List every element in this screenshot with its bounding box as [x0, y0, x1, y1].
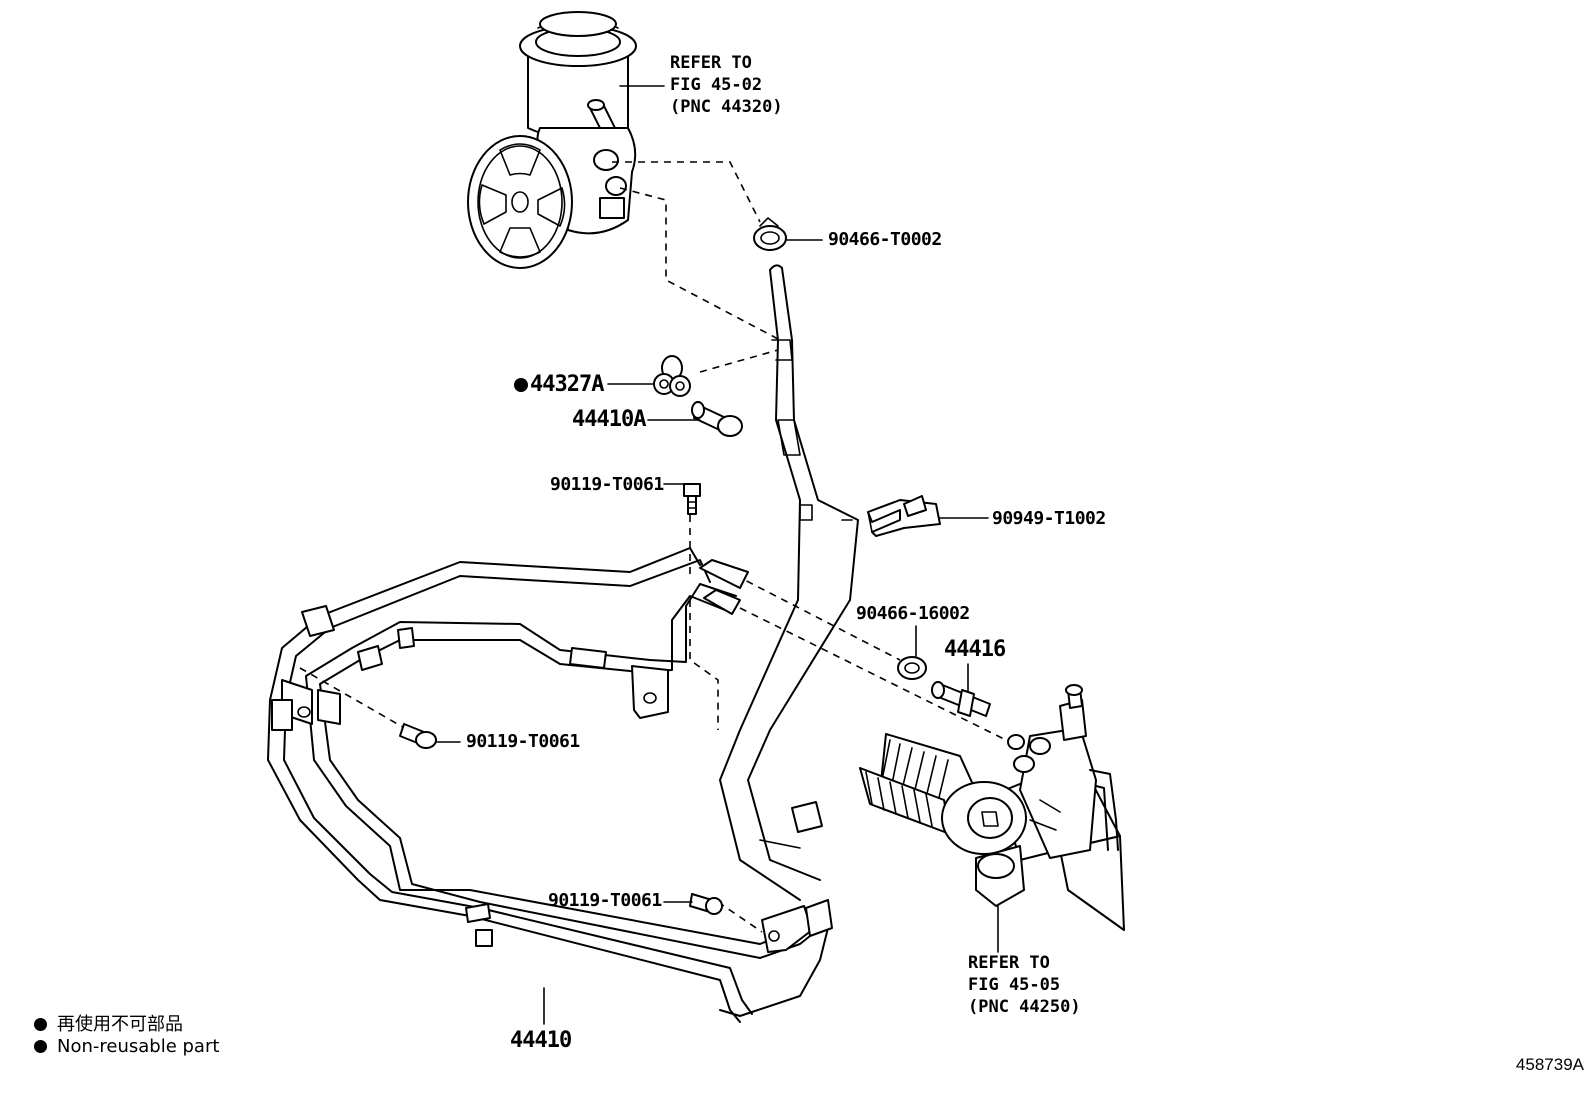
legend-en-text: Non-reusable part [57, 1036, 220, 1057]
bolt-mid [399, 723, 437, 749]
part-label-90119-t0061-mid[interactable]: 90119-T0061 [466, 731, 580, 752]
part-label-90119-t0061-upper[interactable]: 90119-T0061 [550, 474, 664, 495]
part-label-90119-t0061-lower[interactable]: 90119-T0061 [548, 890, 662, 911]
bolt-lower [689, 893, 723, 915]
part-label-44410a[interactable]: 44410A [572, 407, 646, 432]
clamp-90949-t1002 [867, 495, 941, 537]
power-steering-pump [467, 11, 637, 269]
part-number-44327a: 44327A [530, 372, 604, 397]
part-label-44327a[interactable]: 44327A [514, 372, 604, 397]
dashed-guides [299, 161, 1011, 933]
hose-44416 [931, 681, 991, 717]
part-label-90466-t0002[interactable]: 90466-T0002 [828, 229, 942, 250]
part-label-44416[interactable]: 44416 [944, 637, 1006, 662]
bolt-upper [683, 483, 701, 515]
ref-pump-callout: REFER TO FIG 45-02 (PNC 44320) [670, 53, 783, 117]
leader-lines [435, 85, 999, 1025]
legend-jp: 再使用不可部品 [34, 1010, 183, 1036]
filled-circle-icon [34, 1018, 47, 1031]
ref-gear-callout: REFER TO FIG 45-05 (PNC 44250) [968, 953, 1081, 1017]
part-label-44410[interactable]: 44410 [510, 1028, 572, 1053]
legend-en: Non-reusable part [34, 1036, 219, 1057]
steering-gear [859, 684, 1125, 931]
filled-circle-icon [34, 1040, 47, 1053]
figure-number: 458739A [1515, 1055, 1584, 1074]
clip-90466-16002 [897, 656, 927, 680]
part-label-90466-16002[interactable]: 90466-16002 [856, 603, 970, 624]
part-label-90949-t1002[interactable]: 90949-T1002 [992, 508, 1106, 529]
non-reusable-dot-icon [514, 378, 528, 392]
legend-jp-text: 再使用不可部品 [57, 1014, 183, 1035]
pressure-hose [719, 264, 859, 901]
union-bolt-44410a [691, 401, 743, 437]
clip-90466-t0002 [753, 217, 787, 251]
return-tube-assembly [267, 547, 833, 1023]
o-ring-44327a [653, 355, 691, 397]
